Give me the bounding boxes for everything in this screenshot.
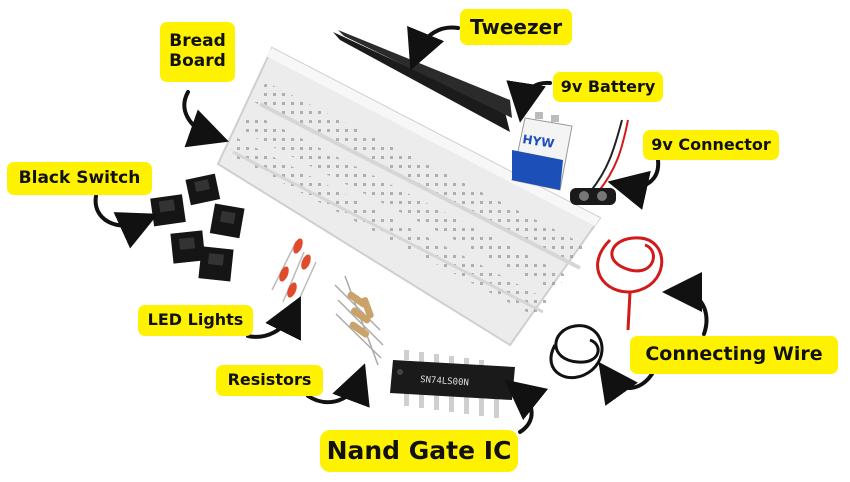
arrow-connector-icon xyxy=(607,158,661,210)
battery-connector-photo xyxy=(570,119,629,205)
label-bread-board: Bread Board xyxy=(160,22,235,82)
label-nand-gate-ic: Nand Gate IC xyxy=(320,430,518,472)
arrow-led-icon xyxy=(246,296,301,341)
label-black-switch: Black Switch xyxy=(7,162,152,195)
arrow-resistors-icon xyxy=(306,363,370,408)
resistors-photo xyxy=(334,275,384,366)
arrow-wire-black-icon xyxy=(598,361,654,406)
ic-marking: SN74LS00N xyxy=(420,375,469,388)
arrow-wire-red-icon xyxy=(662,272,709,336)
label-connecting-wire: Connecting Wire xyxy=(630,336,838,374)
battery-photo: HYW xyxy=(511,112,573,191)
pointer-arrows xyxy=(93,25,709,434)
ic-photo: SN74LS00N xyxy=(390,350,515,418)
arrow-battery-icon xyxy=(506,80,552,123)
breadboard xyxy=(216,46,602,347)
label-tweezer: Tweezer xyxy=(460,9,572,45)
arrow-switch-icon xyxy=(93,194,159,249)
leds-photo xyxy=(271,238,317,314)
arrow-ic-icon xyxy=(504,379,549,434)
red-wire-photo xyxy=(596,236,664,331)
black-wire-photo xyxy=(549,324,604,380)
tweezer-photo xyxy=(333,30,512,132)
label-connector: 9v Connector xyxy=(643,130,779,160)
battery-brand: HYW xyxy=(522,132,556,151)
label-battery: 9v Battery xyxy=(553,72,663,102)
label-bread-board-line2: Board xyxy=(169,51,226,71)
label-led-lights: LED Lights xyxy=(138,305,253,336)
switches-photo xyxy=(150,173,245,282)
arrow-breadboard-icon xyxy=(182,90,229,148)
arrow-tweezer-icon xyxy=(407,25,460,71)
label-bread-board-line1: Bread xyxy=(169,31,226,52)
label-resistors: Resistors xyxy=(216,365,323,396)
